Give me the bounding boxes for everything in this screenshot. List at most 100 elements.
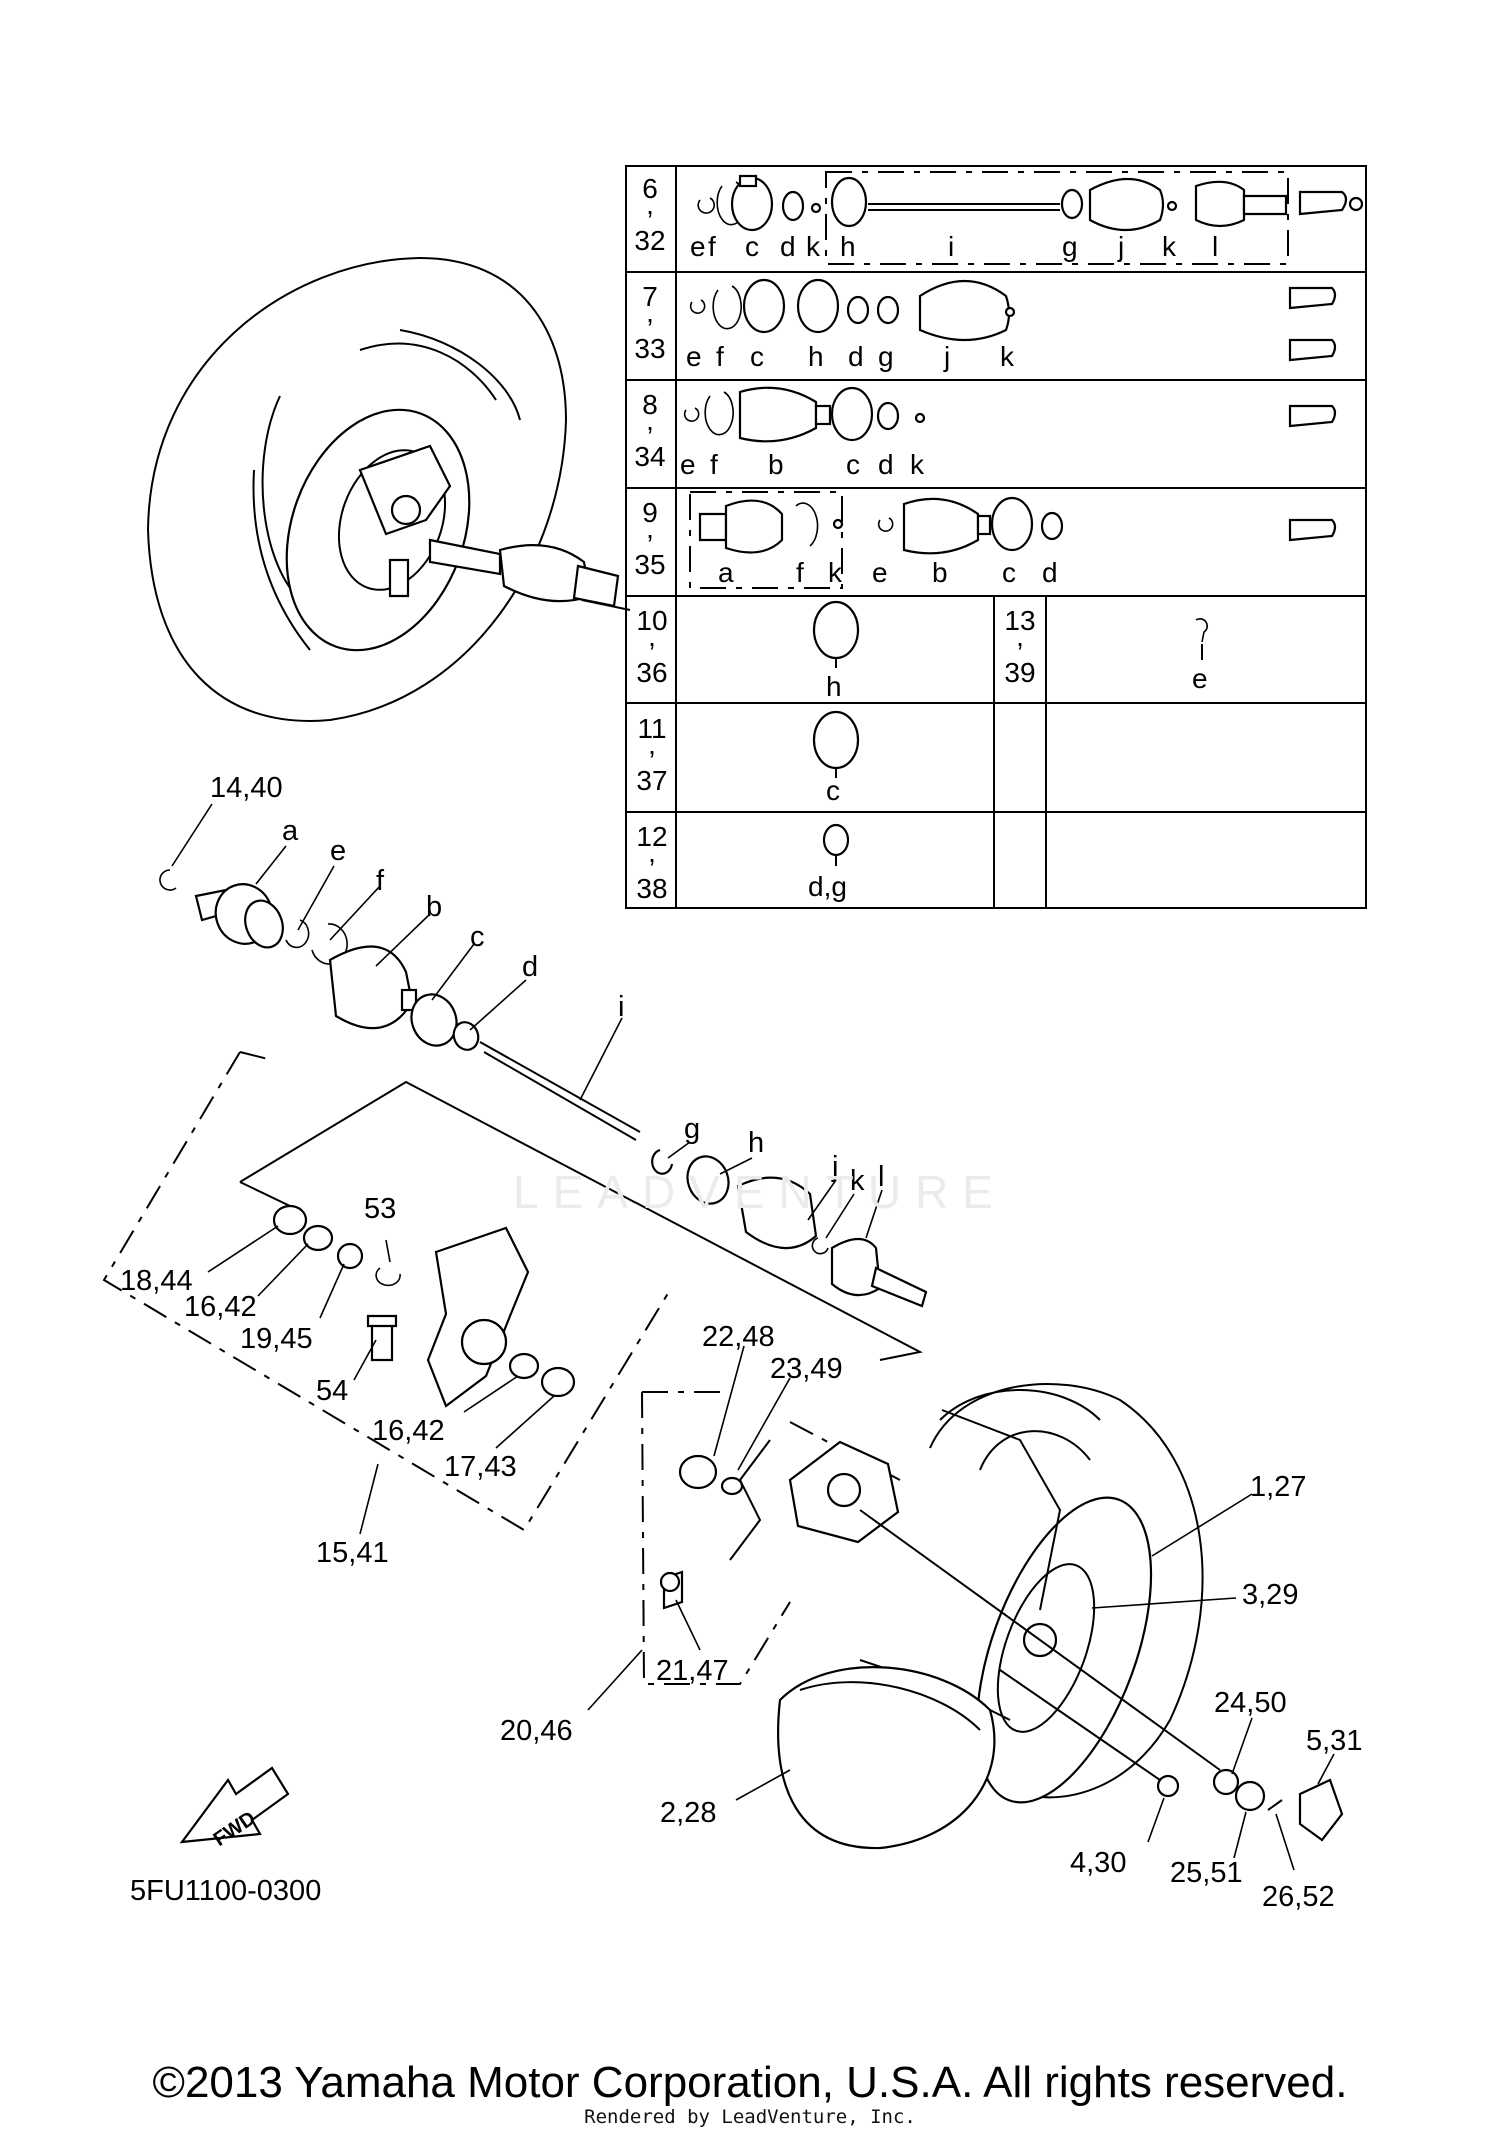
row9-letter-3: k <box>828 557 843 588</box>
row7-num-a: 7 <box>642 281 658 312</box>
callout-26-52: 26,52 <box>1262 1881 1335 1913</box>
row8-num-b: 34 <box>634 441 665 472</box>
row7-parts <box>689 278 1337 362</box>
callout-25-51: 25,51 <box>1170 1857 1243 1889</box>
knuckle-parts <box>272 1204 744 1496</box>
row9-letters: a f k e b c d <box>718 557 1058 588</box>
row10-13-parts <box>812 600 1208 866</box>
row7-letter-4: h <box>808 341 824 372</box>
leader-lines <box>171 803 1335 1871</box>
row12-num-a: 12 <box>636 821 667 852</box>
row13-letter: e <box>1192 663 1208 694</box>
upper-wheel-assembly <box>146 256 631 722</box>
row11-num-a: 11 <box>637 713 666 744</box>
row9-letter-7: d <box>1042 557 1058 588</box>
row12-num-comma: , <box>648 837 656 868</box>
row6-letter-4: d <box>780 231 796 262</box>
row9-letter-4: e <box>872 557 888 588</box>
callout-18-44: 18,44 <box>120 1265 193 1297</box>
row6-letters: e f c d k h i g j k l <box>690 231 1218 262</box>
row6-parts <box>697 174 1364 232</box>
callout-53: 53 <box>364 1193 396 1225</box>
callout-l: l <box>878 1161 884 1193</box>
row8-num-a: 8 <box>642 389 658 420</box>
callout-15-41: 15,41 <box>316 1537 389 1569</box>
callout-19-45: 19,45 <box>240 1323 313 1355</box>
row8-letter-3: b <box>768 449 784 480</box>
callout-j: j <box>831 1151 838 1183</box>
callout-3-29: 3,29 <box>1242 1579 1298 1611</box>
rendered-by-text: Rendered by LeadVenture, Inc. <box>584 2106 916 2128</box>
callout-23-49: 23,49 <box>770 1353 843 1385</box>
diagram-code: 5FU1100-0300 <box>130 1875 321 1907</box>
callout-h: h <box>748 1127 764 1159</box>
row8-letter-4: c <box>846 449 860 480</box>
callout-17-43: 17,43 <box>444 1451 517 1483</box>
row9-num-comma: , <box>646 513 654 544</box>
row9-parts <box>698 496 1337 555</box>
callout-14-40: 14,40 <box>210 772 283 804</box>
callout-labels: 14,40 a e f b c d i g h j k l 53 18,44 1… <box>120 772 1362 1913</box>
row10-13-letters: h e c d,g <box>808 663 1208 902</box>
row6-num-b: 32 <box>634 225 665 256</box>
row8-letter-6: k <box>910 449 925 480</box>
row9-letter-1: a <box>718 557 734 588</box>
callout-21-47: 21,47 <box>656 1655 729 1687</box>
lower-wheel-assembly <box>777 1383 1344 1850</box>
callout-c: c <box>470 921 485 953</box>
row6-letter-9: j <box>1117 231 1124 262</box>
row6-num-a: 6 <box>642 173 658 204</box>
callout-i: i <box>618 991 624 1023</box>
reference-table <box>625 165 1367 909</box>
callout-4-30: 4,30 <box>1070 1847 1126 1879</box>
callout-e: e <box>330 835 346 867</box>
callout-54: 54 <box>316 1375 348 1407</box>
row12-letter: d,g <box>808 871 847 902</box>
row6-letter-10: k <box>1162 231 1177 262</box>
row9-letter-6: c <box>1002 557 1016 588</box>
row7-letter-7: j <box>943 341 950 372</box>
row7-letter-8: k <box>1000 341 1015 372</box>
row8-num-comma: , <box>646 405 654 436</box>
callout-5-31: 5,31 <box>1306 1725 1362 1757</box>
fwd-arrow: FWD <box>179 1766 290 1851</box>
row7-letter-3: c <box>750 341 764 372</box>
row6-letter-2: f <box>708 231 716 262</box>
callout-d: d <box>522 951 538 983</box>
callout-16-42-b: 16,42 <box>372 1415 445 1447</box>
callout-2-28: 2,28 <box>660 1797 716 1829</box>
row6-letter-8: g <box>1062 231 1078 262</box>
callout-20-46: 20,46 <box>500 1715 573 1747</box>
row10-num-comma: , <box>648 621 656 652</box>
callout-f: f <box>376 865 385 897</box>
row8-letter-2: f <box>710 449 718 480</box>
row10-num-a: 10 <box>636 605 667 636</box>
row7-letter-2: f <box>716 341 724 372</box>
callout-22-48: 22,48 <box>702 1321 775 1353</box>
knuckle-group-outline <box>102 1051 923 1532</box>
row12-num-b: 38 <box>636 873 667 904</box>
row11-letter: c <box>826 775 840 806</box>
row6-num-comma: , <box>646 189 654 220</box>
callout-b: b <box>426 891 442 923</box>
row8-parts <box>683 386 1337 443</box>
row7-letter-5: d <box>848 341 864 372</box>
row7-letters: e f c h d g j k <box>686 341 1015 372</box>
row13-num-a: 13 <box>1004 605 1035 636</box>
row13-num-b: 39 <box>1004 657 1035 688</box>
row10-num-b: 36 <box>636 657 667 688</box>
row13-num-comma: , <box>1016 621 1024 652</box>
watermark-text: LEADVENTURE <box>513 1166 1007 1218</box>
row9-num-a: 9 <box>642 497 658 528</box>
row6-letter-6: h <box>840 231 856 262</box>
row7-num-b: 33 <box>634 333 665 364</box>
row6-letter-1: e <box>690 231 706 262</box>
callout-24-50: 24,50 <box>1214 1687 1287 1719</box>
row7-letter-1: e <box>686 341 702 372</box>
row6-letter-5: k <box>806 231 821 262</box>
exploded-drive-shaft <box>159 869 928 1308</box>
callout-16-42-a: 16,42 <box>184 1291 257 1323</box>
row9-letter-2: f <box>796 557 804 588</box>
